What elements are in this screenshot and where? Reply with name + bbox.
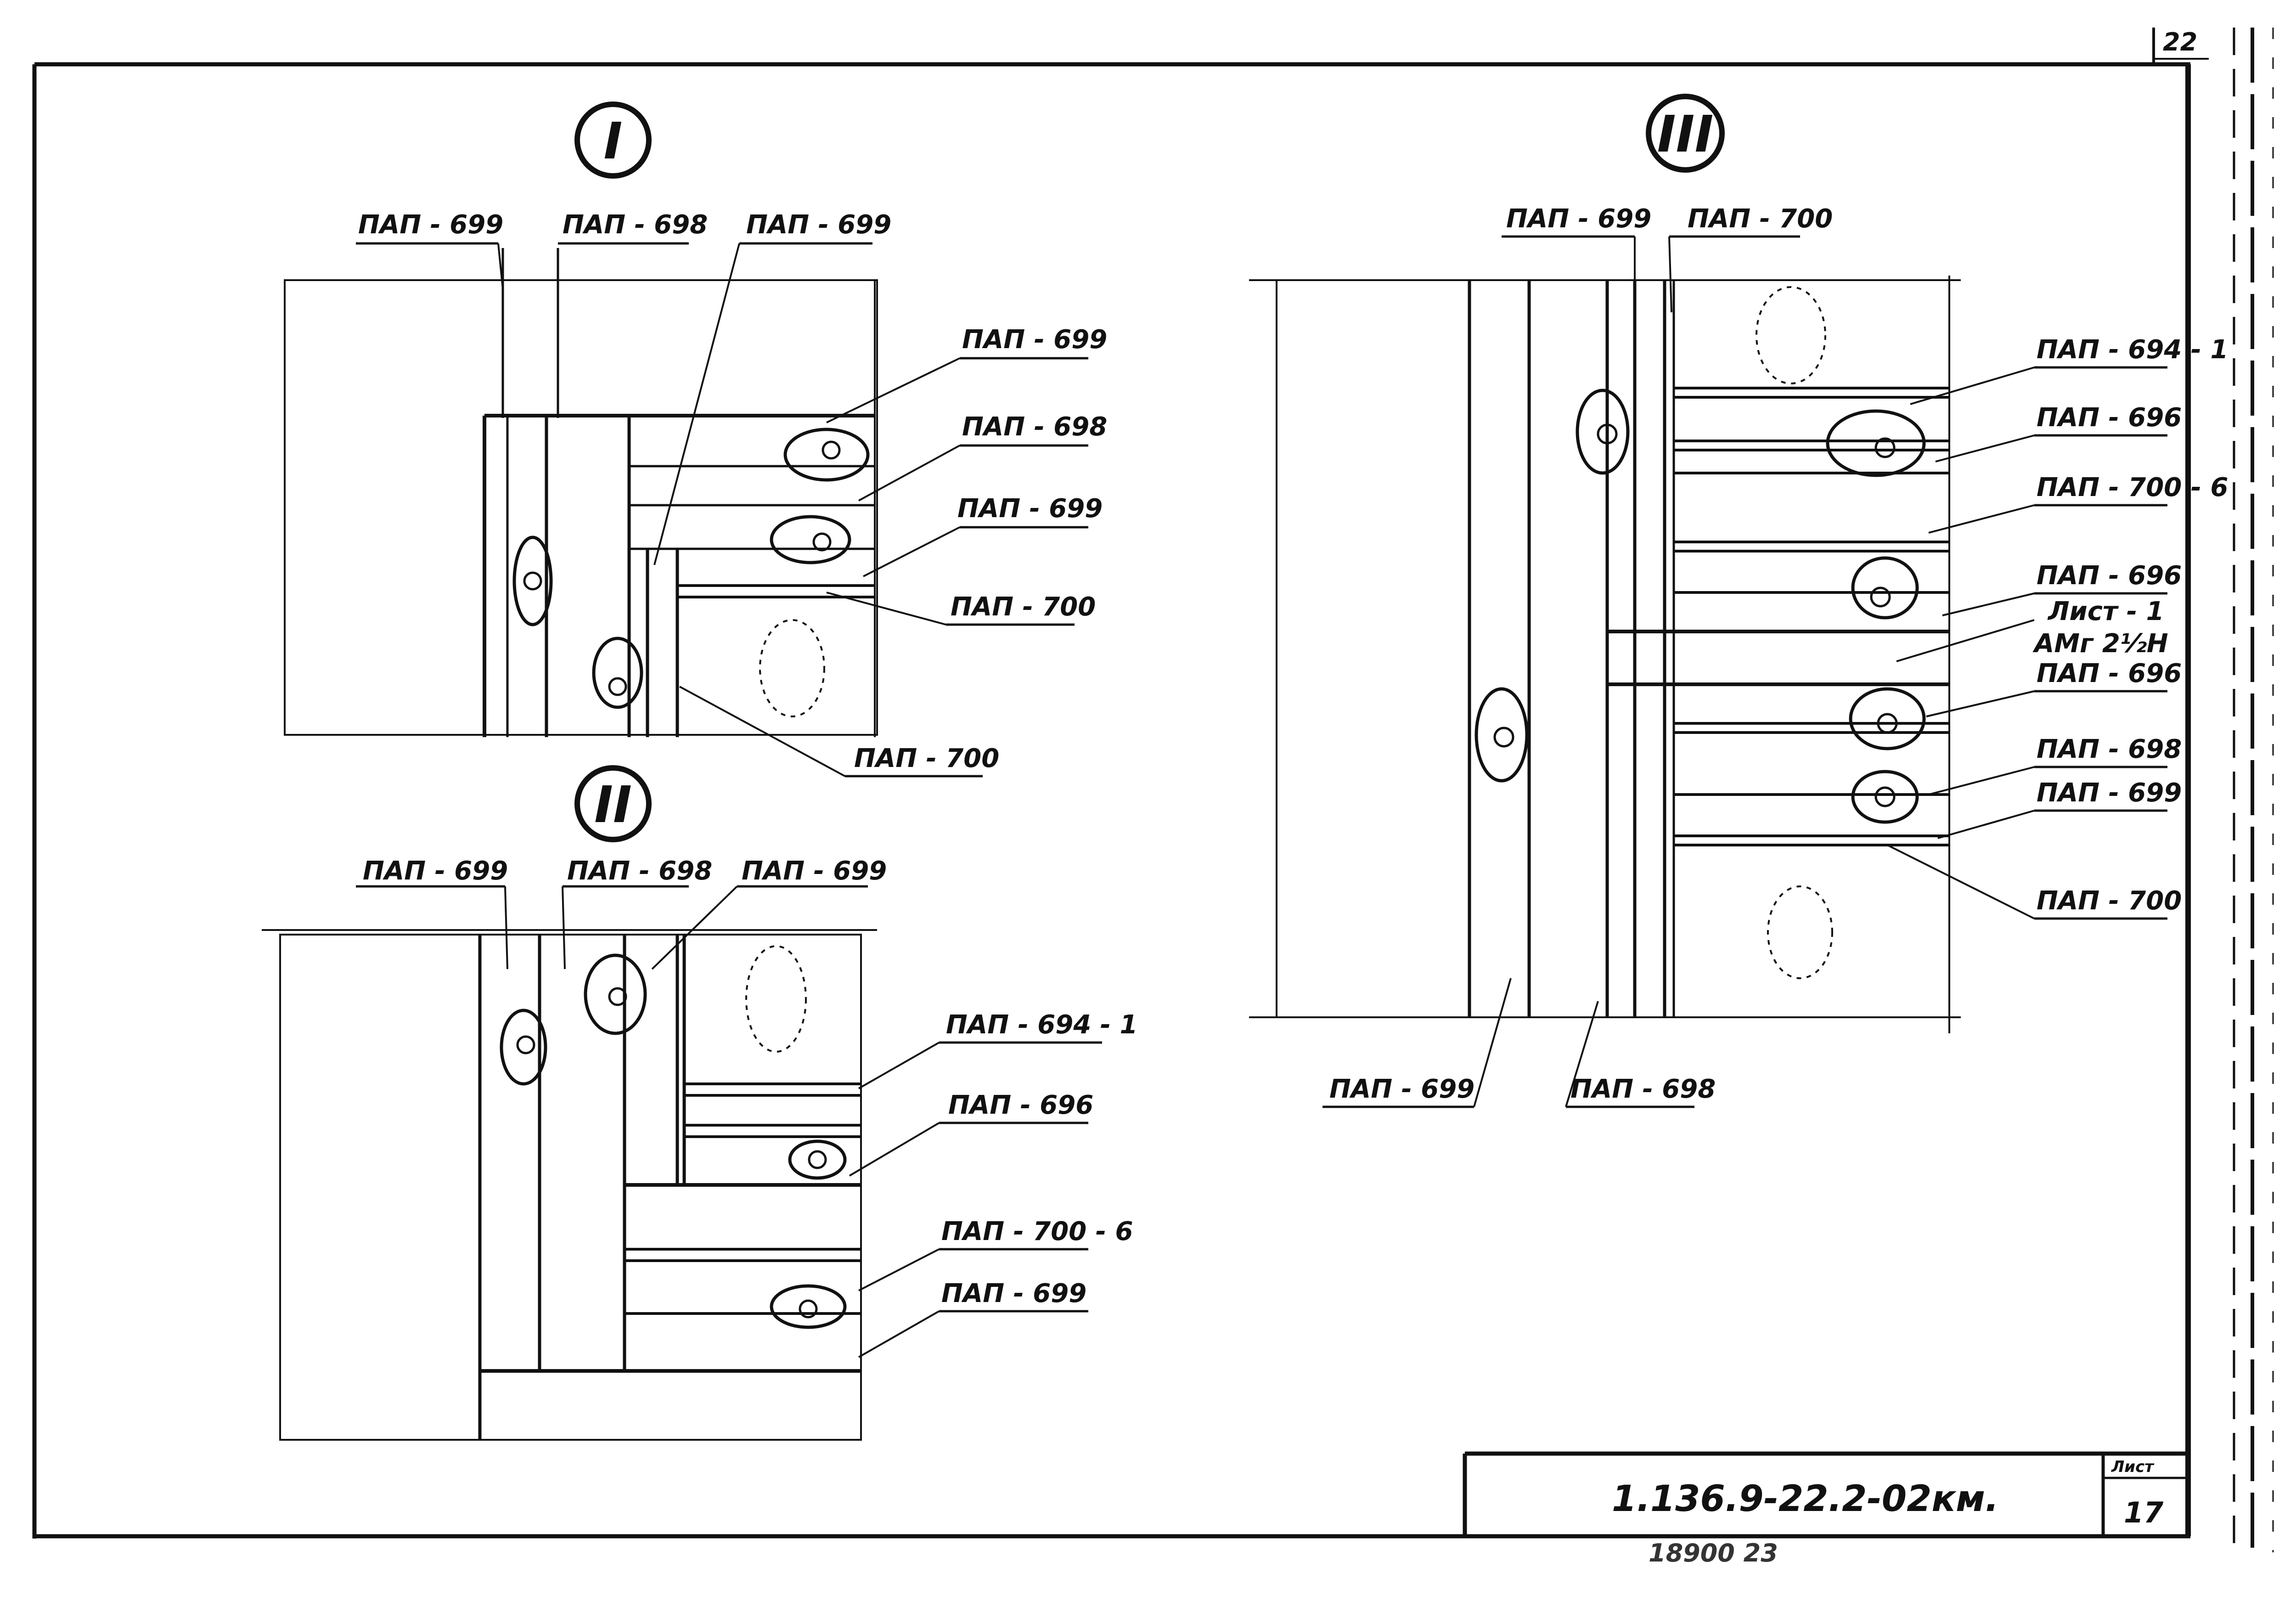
detail-III-label-6: ПАП - 696: [2037, 561, 2182, 591]
detail-I-marker: [574, 101, 652, 179]
detail-III-label-3: ПАП - 694 - 1: [2037, 335, 2228, 365]
detail-II-label-5: ПАП - 696: [948, 1090, 1093, 1120]
detail-II-label-3: ПАП - 699: [742, 856, 887, 886]
sheet-frame: [32, 28, 2274, 1552]
detail-III: III: [1249, 94, 2228, 1108]
detail-III-leaders: [1322, 235, 2167, 1108]
detail-I-label-2: ПАП - 698: [563, 210, 708, 240]
detail-II-label-7: ПАП - 699: [941, 1279, 1086, 1308]
detail-I-leaders: [356, 242, 1088, 778]
detail-III-label-10: ПАП - 698: [2037, 734, 2182, 764]
detail-II-mark: II: [594, 775, 632, 834]
detail-II-marker: [574, 765, 652, 842]
detail-III-label-2: ПАП - 700: [1688, 204, 1833, 234]
detail-I-label-6: ПАП - 699: [957, 494, 1103, 524]
detail-I-label-5: ПАП - 698: [962, 412, 1107, 442]
detail-III-structure: [1249, 276, 1961, 1033]
detail-III-label-1: ПАП - 699: [1506, 204, 1651, 234]
detail-III-label-11: ПАП - 699: [2037, 778, 2182, 808]
title-block: [1463, 1451, 2188, 1536]
detail-III-marker: [1646, 94, 1725, 173]
detail-III-label-13: ПАП - 699: [1329, 1074, 1474, 1104]
sheet-number: 17: [2124, 1496, 2164, 1529]
drawing-code: 1.136.9-22.2-02км.: [1612, 1478, 1999, 1520]
detail-I-label-3: ПАП - 699: [746, 210, 891, 240]
detail-II-structure: [262, 929, 877, 1441]
bottom-note: 18900 23: [1649, 1539, 1778, 1567]
detail-II: II: [262, 765, 1137, 1441]
detail-I-label-1: ПАП - 699: [358, 210, 503, 240]
detail-II-label-6: ПАП - 700 - 6: [941, 1217, 1133, 1246]
detail-II-label-2: ПАП - 698: [567, 856, 712, 886]
detail-III-label-8: АМг 2½Н: [2032, 629, 2168, 659]
detail-III-mark: III: [1657, 105, 1714, 163]
detail-III-label-7: Лист - 1: [2047, 597, 2164, 626]
detail-I-mark: I: [604, 112, 623, 170]
detail-I-label-4: ПАП - 699: [962, 325, 1107, 355]
sheet-caption: Лист: [2111, 1458, 2155, 1476]
detail-I-label-7: ПАП - 700: [951, 592, 1096, 622]
detail-I-structure: [284, 248, 878, 737]
corner-sheet-number: 22: [2163, 28, 2197, 56]
detail-I-label-8: ПАП - 700: [854, 744, 999, 773]
detail-III-label-4: ПАП - 696: [2037, 403, 2182, 433]
detail-II-label-4: ПАП - 694 - 1: [946, 1010, 1137, 1040]
detail-III-label-9: ПАП - 696: [2037, 659, 2182, 688]
detail-II-leaders: [356, 885, 1102, 1358]
detail-III-label-14: ПАП - 698: [1570, 1074, 1716, 1104]
detail-II-label-1: ПАП - 699: [363, 856, 508, 886]
detail-III-label-5: ПАП - 700 - 6: [2037, 473, 2228, 502]
detail-I: I: [284, 101, 1107, 778]
detail-III-label-12: ПАП - 700: [2037, 886, 2182, 916]
